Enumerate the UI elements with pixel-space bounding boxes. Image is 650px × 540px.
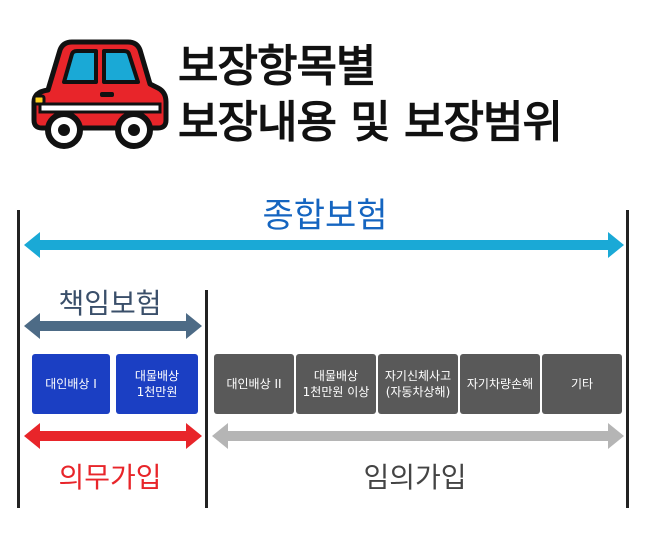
comprehensive-range-arrow: [24, 232, 624, 258]
red-car-icon: [31, 39, 169, 149]
mandatory-enrollment-label: 의무가입: [58, 461, 162, 494]
coverage-item-personal-injury: 자기신체사고 (자동차상해): [378, 354, 458, 414]
comprehensive-insurance-label: 종합보험: [262, 196, 388, 236]
optional-range-arrow: [212, 423, 624, 449]
liability-insurance-label: 책임보험: [58, 287, 162, 320]
middle-boundary-line: [205, 290, 208, 508]
coverage-item-own-vehicle-damage: 자기차량손해: [460, 354, 540, 414]
right-boundary-line: [626, 210, 629, 508]
coverage-item-other: 기타: [542, 354, 622, 414]
coverage-item-bodily-injury-2: 대인배상 II: [214, 354, 294, 414]
page-title-line1: 보장항목별: [178, 41, 376, 92]
coverage-item-bodily-injury-1: 대인배상 I: [32, 354, 110, 414]
page-title-line2: 보장내용 및 보장범위: [178, 97, 563, 148]
coverage-item-property-damage-mandatory: 대물배상 1천만원: [116, 354, 198, 414]
left-boundary-line: [17, 210, 20, 508]
optional-enrollment-label: 임의가입: [363, 461, 467, 494]
mandatory-range-arrow: [24, 423, 202, 449]
liability-range-arrow: [24, 313, 202, 339]
coverage-item-property-damage-optional: 대물배상 1천만원 이상: [296, 354, 376, 414]
